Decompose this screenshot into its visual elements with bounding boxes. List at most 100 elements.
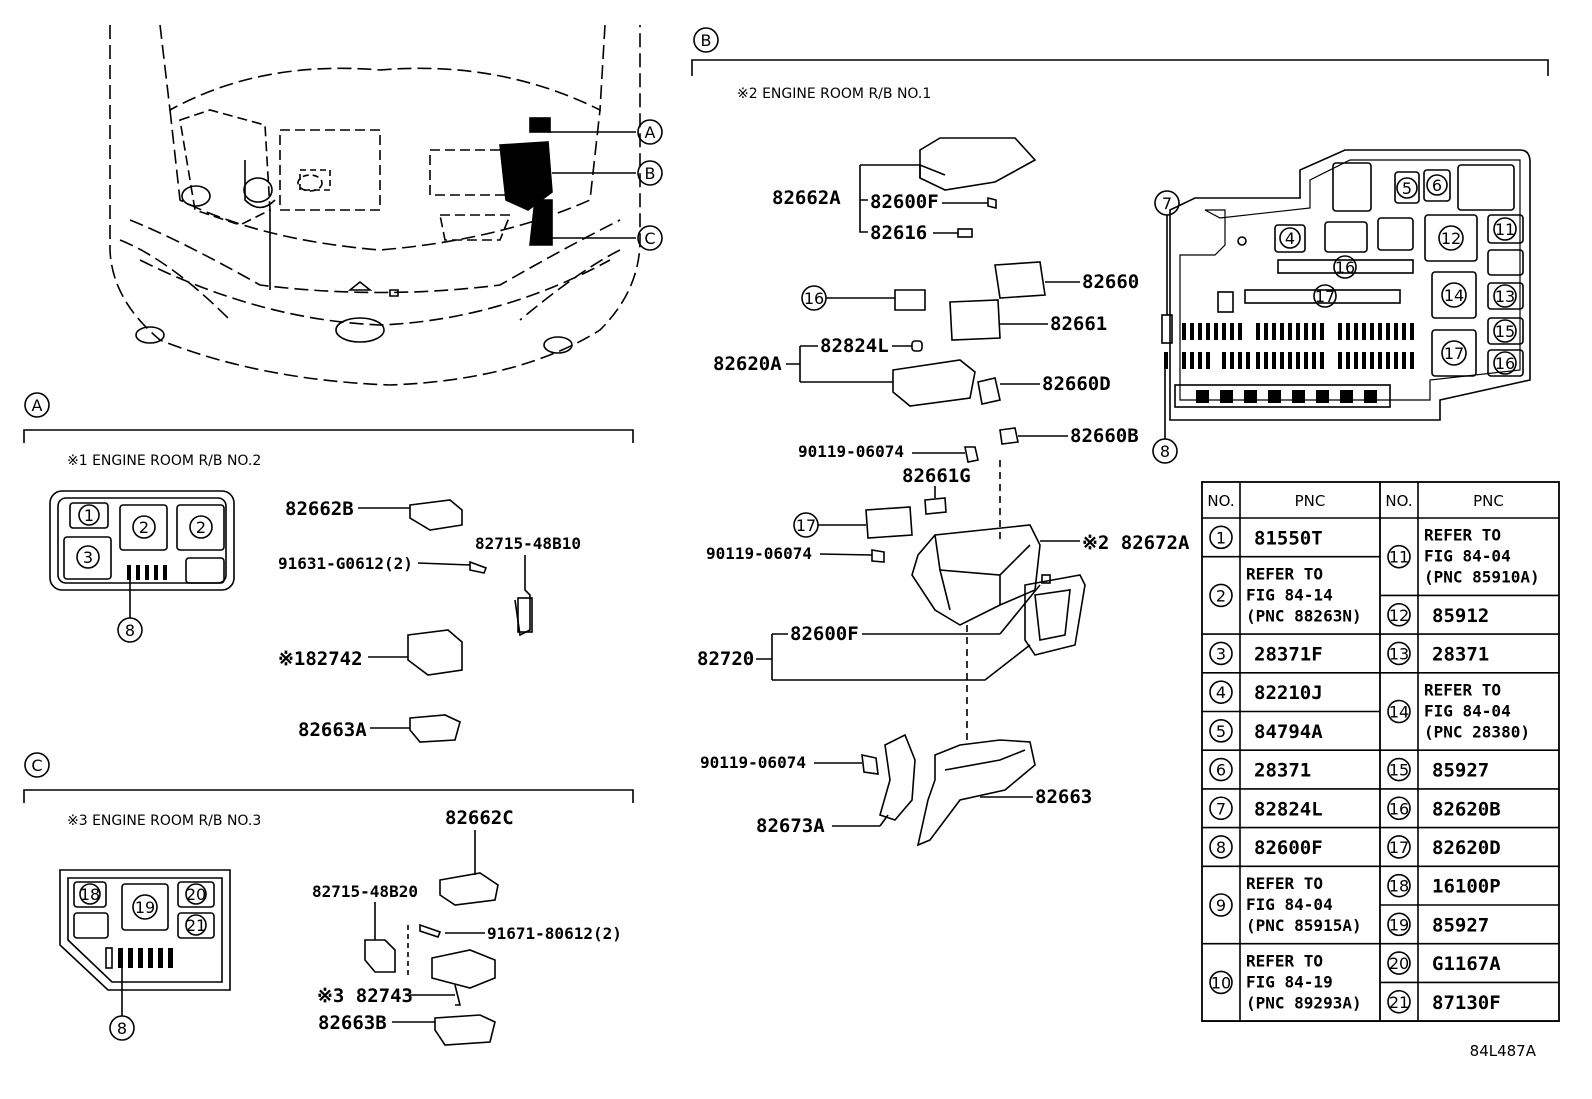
box-a-slot-2a: 2 (139, 518, 149, 537)
part-90119-06074-a: 90119-06074 (798, 442, 904, 461)
box-c-slot-8: 8 (117, 1019, 127, 1038)
part-82661g: 82661G (902, 465, 971, 487)
part-82660d: 82660D (1042, 373, 1111, 395)
part-82824l: 82824L (820, 335, 889, 357)
part-82661: 82661 (1050, 313, 1107, 335)
table-right-pnc-18: 16100P (1432, 876, 1501, 898)
table-left-no-7: 7 (1216, 799, 1226, 818)
table-left-pnc-10-line-1: FIG 84-19 (1246, 972, 1333, 991)
part-91671-80612: 91671-80612(2) (487, 924, 622, 943)
table-right-pnc-11-line-0: REFER TO (1424, 526, 1501, 545)
table-right-pnc-16: 82620B (1432, 798, 1501, 820)
part-82743: ※3 82743 (317, 985, 413, 1007)
box-b-slot-16: 16 (1335, 258, 1355, 277)
box-c-slot-21: 21 (186, 916, 206, 935)
table-header-pnc-left: PNC (1295, 492, 1326, 510)
table-left-pnc-7: 82824L (1254, 798, 1323, 820)
box-b-slot-5: 5 (1402, 179, 1412, 198)
part-82600f-low: 82600F (790, 623, 859, 645)
table-right-no-12: 12 (1389, 606, 1409, 625)
box-b-slot-17: 17 (1315, 287, 1335, 306)
box-b-slot-14: 16 (1495, 354, 1515, 373)
part-90119-06074-c: 90119-06074 (700, 753, 806, 772)
table-left-no-1: 1 (1216, 528, 1226, 547)
table-right-no-21: 21 (1389, 993, 1409, 1012)
table-left-no-3: 3 (1216, 644, 1226, 663)
part-82715-48b20: 82715-48B20 (312, 882, 418, 901)
table-right-pnc-14-line-1: FIG 84-04 (1424, 702, 1511, 721)
table-left-pnc-9-line-1: FIG 84-04 (1246, 895, 1333, 914)
box-b-slot-6: 6 (1432, 176, 1442, 195)
part-82673a: 82673A (756, 815, 825, 837)
box-a-slot-1: 1 (84, 506, 94, 525)
box-b-slot-10: 12 (1441, 229, 1461, 248)
table-header-no-right: NO. (1385, 492, 1412, 510)
part-82715-48b10: 82715-48B10 (475, 534, 581, 553)
engine-bay-overview: A B C (109, 24, 663, 386)
figure-id: 84L487A (1470, 1042, 1537, 1060)
table-right-pnc-17: 82620D (1432, 837, 1501, 859)
table-left-pnc-2-line-2: (PNC 88263N) (1246, 606, 1362, 625)
table-right-pnc-21: 87130F (1432, 992, 1501, 1014)
table-left-pnc-9-line-0: REFER TO (1246, 874, 1323, 893)
box-b-slot-9: 11 (1495, 220, 1515, 239)
table-left-pnc-10-line-0: REFER TO (1246, 951, 1323, 970)
section-b-title: ※2 ENGINE ROOM R/B NO.1 (737, 86, 931, 102)
box-b-slot-8: 8 (1160, 442, 1170, 461)
table-left-no-10: 10 (1211, 973, 1231, 992)
table-header-pnc-right: PNC (1473, 492, 1504, 510)
callout-17: 17 (796, 516, 816, 535)
box-c-slot-19: 19 (135, 898, 155, 917)
callout-a: A (645, 123, 656, 142)
box-a-slot-3: 3 (83, 548, 93, 567)
section-b: B ※2 ENGINE ROOM R/B NO.1 82662A 82600F … (691, 27, 1549, 847)
part-82662c: 82662C (445, 807, 514, 829)
table-right-no-11: 11 (1389, 548, 1409, 567)
part-82660: 82660 (1082, 271, 1139, 293)
part-82742: ※182742 (278, 648, 363, 670)
box-b-slot-15: 17 (1444, 344, 1464, 363)
box-b-slot-13: 15 (1495, 322, 1515, 341)
part-82616: 82616 (870, 222, 927, 244)
box-b-slot-7: 7 (1162, 194, 1172, 213)
section-a-title: ※1 ENGINE ROOM R/B NO.2 (67, 453, 261, 469)
callout-16: 16 (804, 289, 824, 308)
part-82600f-top: 82600F (870, 191, 939, 213)
table-left-pnc-9-line-2: (PNC 85915A) (1246, 916, 1362, 935)
table-right-no-14: 14 (1389, 703, 1409, 722)
part-82672a: ※2 82672A (1082, 532, 1190, 554)
table-left-pnc-10-line-2: (PNC 89293A) (1246, 993, 1362, 1012)
table-right-no-17: 17 (1389, 838, 1409, 857)
box-b-slot-12: 14 (1444, 286, 1464, 305)
part-82662b: 82662B (285, 498, 354, 520)
table-right-no-13: 13 (1389, 644, 1409, 663)
section-c-title: ※3 ENGINE ROOM R/B NO.3 (67, 813, 261, 829)
table-left-no-4: 4 (1216, 683, 1226, 702)
table-right-pnc-14-line-0: REFER TO (1424, 681, 1501, 700)
part-82663: 82663 (1035, 786, 1092, 808)
table-left-pnc-6: 28371 (1254, 760, 1311, 782)
table-right-pnc-13: 28371 (1432, 643, 1489, 665)
box-b-slot-4: 4 (1285, 229, 1295, 248)
part-82660b: 82660B (1070, 425, 1139, 447)
callout-c: C (644, 229, 655, 248)
section-b-marker: B (701, 31, 712, 50)
table-left-pnc-4: 82210J (1254, 682, 1323, 704)
table-right-pnc-11-line-1: FIG 84-04 (1424, 547, 1511, 566)
callout-b: B (645, 164, 656, 183)
table-right-no-15: 15 (1389, 761, 1409, 780)
table-left-pnc-5: 84794A (1254, 721, 1323, 743)
box-b-slot-11: 13 (1495, 287, 1515, 306)
table-left-pnc-2-line-0: REFER TO (1246, 564, 1323, 583)
section-a: A ※1 ENGINE ROOM R/B NO.2 1 2 2 3 8 8266… (23, 392, 634, 743)
box-c-slot-18: 18 (80, 885, 100, 904)
table-left-no-6: 6 (1216, 761, 1226, 780)
table-left-pnc-2-line-1: FIG 84-14 (1246, 585, 1333, 604)
box-c-slot-20: 20 (186, 885, 206, 904)
table-right-pnc-19: 85927 (1432, 914, 1489, 936)
table-left-no-9: 9 (1216, 896, 1226, 915)
table-right-pnc-15: 85927 (1432, 760, 1489, 782)
table-right-no-20: 20 (1389, 954, 1409, 973)
